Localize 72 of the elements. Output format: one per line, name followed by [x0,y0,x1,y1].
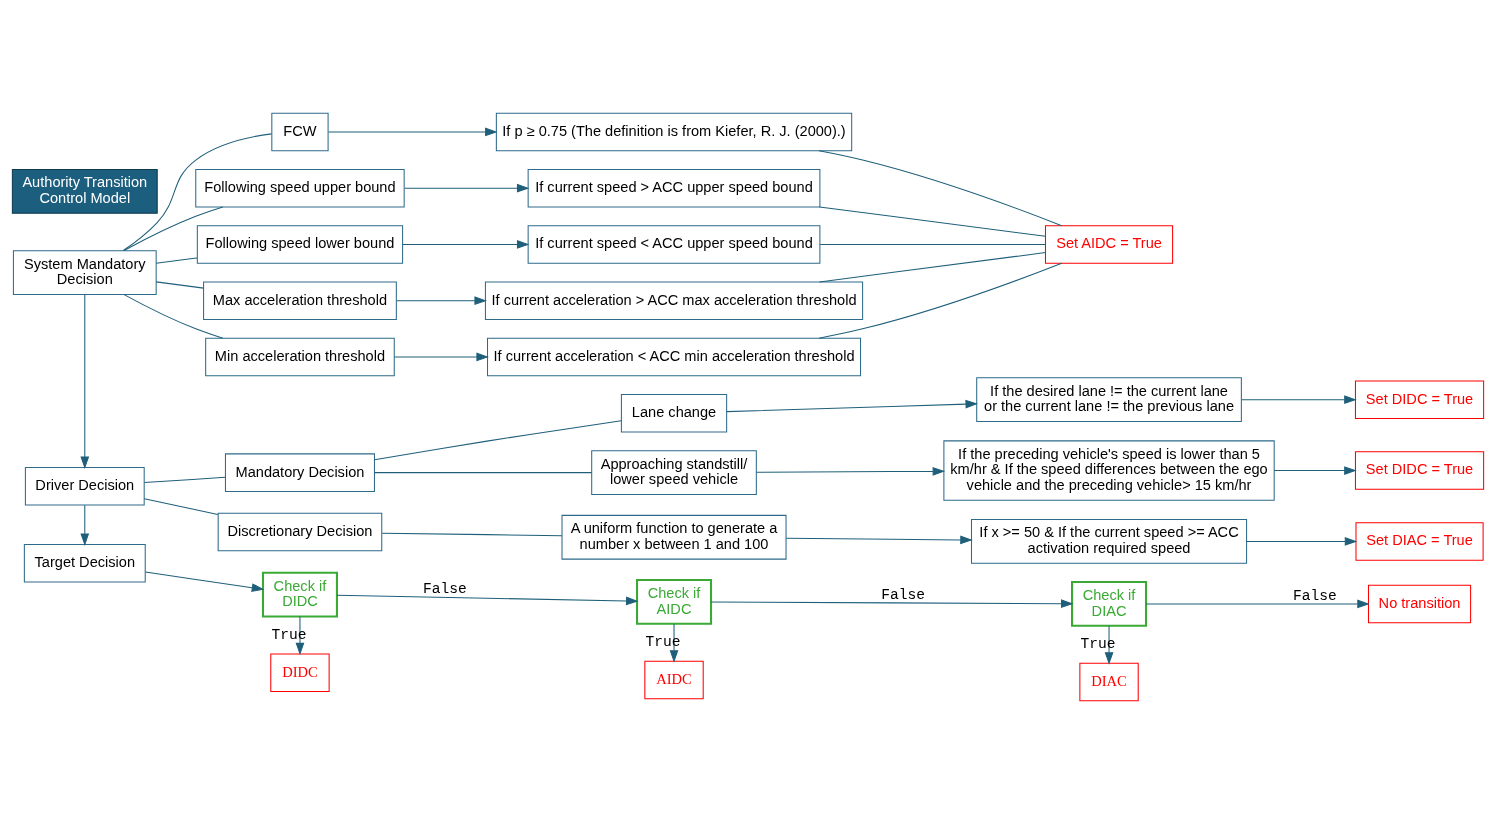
connector [374,420,622,461]
arrow [404,183,530,193]
connector [143,476,226,483]
connector [373,472,593,474]
edge-label: True [1080,636,1116,653]
arrow [1241,395,1357,405]
edge-label: True [271,627,307,644]
node-box: Authority Transition Control Model [11,168,158,214]
node-box: Following speed lower bound [196,225,404,264]
node-box: DIDC [270,653,330,692]
connector [143,498,219,516]
node-box: Discretionary Decision [217,512,383,552]
connector [381,532,563,537]
node-box: If current speed > ACC upper speed bound [527,168,821,208]
node-box: Max acceleration threshold [203,281,397,320]
node-box: System Mandatory Decision [12,250,157,295]
node-box: If the desired lane != the current lane or the current lane != the previous lane [976,377,1242,423]
edge-label: False [422,580,467,597]
node-box: Lane change [620,394,728,433]
arrow [755,467,946,476]
connector [123,294,224,339]
connector [819,243,1046,245]
node-box: Check if AIDC [636,578,713,625]
arrow [785,535,973,545]
node-box: If p ≥ 0.75 (The definition is from Kiefer, R. J. (2000).) [495,112,853,152]
node-box: If current acceleration < ACC min acceleration threshold [487,337,862,377]
node-box: Set DIDC = True [1354,380,1485,419]
node-box: If current speed < ACC upper speed bound [527,225,821,264]
arrow [144,571,265,592]
node-box: Min acceleration threshold [205,337,395,377]
arrow [327,127,498,137]
node-box: Target Decision [23,544,146,583]
node-box: DIAC [1079,662,1139,702]
edge-label: False [1292,587,1337,604]
connector [122,133,273,252]
node-box: A uniform function to generate a number x between 1 and 100 [561,514,787,560]
node-box: Set AIDC = True [1044,225,1174,264]
edge-label: True [645,634,681,651]
node-box: No transition [1367,584,1472,624]
arrow [1273,466,1357,475]
connector [818,150,1063,227]
edge-label: False [881,586,926,603]
node-box: Following speed upper bound [195,168,405,208]
arrow [726,399,978,413]
node-box: Approaching standstill/ lower speed vehicle [591,450,757,496]
connector [819,252,1046,283]
node-box: Check if DIDC [261,571,338,618]
arrow [393,352,489,362]
connector [155,257,198,264]
arrow [295,616,305,656]
arrow [402,240,530,249]
arrow [1246,537,1358,546]
node-box: Set DIDC = True [1354,451,1485,490]
node-box: Driver Decision [24,466,145,506]
node-box: If x >= 50 & If the current speed >= ACC activation required speed [971,519,1248,564]
node-box: Mandatory Decision [224,453,375,492]
node-box: If current acceleration > ACC max acceleration threshold [484,281,864,320]
arrow [80,504,90,546]
node-box: FCW [271,112,329,152]
connector [155,281,205,289]
node-box: Set DIAC = True [1355,522,1484,561]
arrow [396,296,487,306]
arrow [80,294,90,469]
arrow [336,594,639,606]
connector [819,206,1046,237]
arrow [1104,625,1114,665]
node-box: AIDC [644,660,704,700]
arrow [1145,599,1370,609]
arrow [669,623,679,663]
arrow [710,599,1074,609]
node-box: If the preceding vehicle's speed is lower than 5 km/hr & If the speed differences between the ego vehicle and the preceding vehicle> 15 km/hr [943,440,1275,501]
node-box: Check if DIAC [1071,581,1148,627]
